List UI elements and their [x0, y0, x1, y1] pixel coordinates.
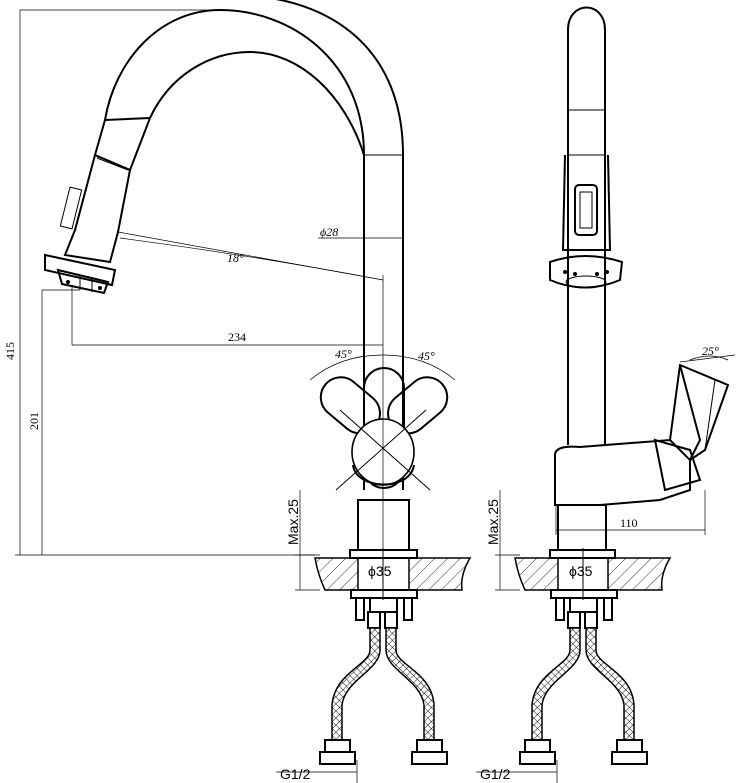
front-dim-reach: 234 [228, 330, 246, 344]
front-hoses [319, 627, 448, 765]
front-counter-section [314, 548, 472, 629]
side-dim-lever-angle: 25° [702, 344, 719, 358]
side-dim-thread: G1/2 [480, 766, 511, 782]
side-handle [554, 363, 730, 551]
side-dim-max-thickness: Max.25 [485, 499, 501, 545]
side-dim-lever-length: 110 [620, 516, 638, 530]
side-dim-hole-diameter: ϕ35 [569, 563, 593, 579]
front-dim-max-thickness: Max.25 [285, 499, 301, 545]
front-dim-height-spout: 201 [27, 412, 41, 430]
side-spout [549, 6, 624, 445]
front-spout [104, 0, 404, 490]
front-dim-hole-diameter: ϕ35 [368, 563, 392, 579]
front-dim-handle-angle-right: 45° [418, 349, 435, 363]
side-view: 25° 110 Max.25 ϕ35 G1/2 [476, 6, 736, 783]
side-hoses [519, 627, 648, 765]
side-dimensions [476, 354, 736, 783]
front-spray-head [44, 117, 151, 295]
front-view: 415 201 234 ϕ28 18° 45° 45° Max.25 ϕ35 G… [3, 0, 472, 783]
front-dim-spray-angle: 18° [227, 251, 244, 265]
front-dim-handle-angle-left: 45° [335, 347, 352, 361]
front-dim-spout-diameter: ϕ28 [320, 225, 338, 239]
side-counter-section [514, 548, 672, 629]
front-dim-thread: G1/2 [280, 766, 311, 782]
front-handle [319, 367, 449, 551]
front-dimensions [15, 9, 456, 783]
front-dim-height-total: 415 [3, 342, 17, 360]
